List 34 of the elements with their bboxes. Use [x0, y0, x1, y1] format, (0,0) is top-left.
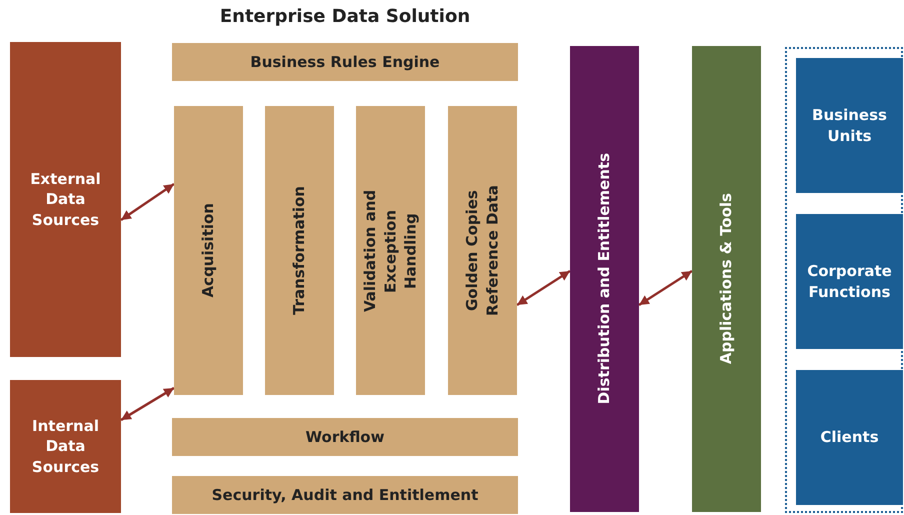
node-label: Security, Audit and Entitlement: [212, 484, 478, 506]
process-column: [265, 106, 334, 395]
node-label: Applications & Tools: [716, 193, 736, 365]
node-label: Corporate Functions: [806, 261, 893, 302]
layer-column: [570, 46, 639, 512]
process-bar: [172, 418, 518, 456]
node-label: Golden Copies Reference Data: [462, 184, 502, 318]
node-label: Business Units: [811, 105, 888, 146]
process-bar: [172, 43, 518, 81]
diagram-title: Enterprise Data Solution: [218, 6, 472, 27]
consumer-box: [796, 214, 903, 349]
source-box: [10, 42, 121, 357]
node-label: External Data Sources: [29, 169, 102, 230]
double-headed-arrow: [120, 182, 175, 222]
double-headed-arrow: [120, 386, 175, 422]
consumer-box: [796, 370, 903, 505]
consumer-box: [796, 58, 903, 193]
process-column: [356, 106, 425, 395]
node-label: Distribution and Entitlements: [594, 153, 614, 405]
double-headed-arrow: [638, 270, 693, 306]
process-column: [174, 106, 243, 395]
node-label: Acquisition: [198, 203, 218, 298]
layer-column: [692, 46, 761, 512]
double-headed-arrow: [516, 270, 571, 306]
dotted-group-box: [785, 47, 903, 513]
node-label: Clients: [820, 427, 879, 448]
node-label: Business Rules Engine: [250, 52, 440, 72]
node-label: Transformation: [289, 186, 310, 315]
process-bar: [172, 476, 518, 514]
node-label: Validation and Exception Handling: [360, 188, 421, 314]
node-label: Workflow: [306, 426, 384, 448]
source-box: [10, 380, 121, 513]
process-column: [448, 106, 517, 395]
node-label: Internal Data Sources: [30, 416, 100, 477]
